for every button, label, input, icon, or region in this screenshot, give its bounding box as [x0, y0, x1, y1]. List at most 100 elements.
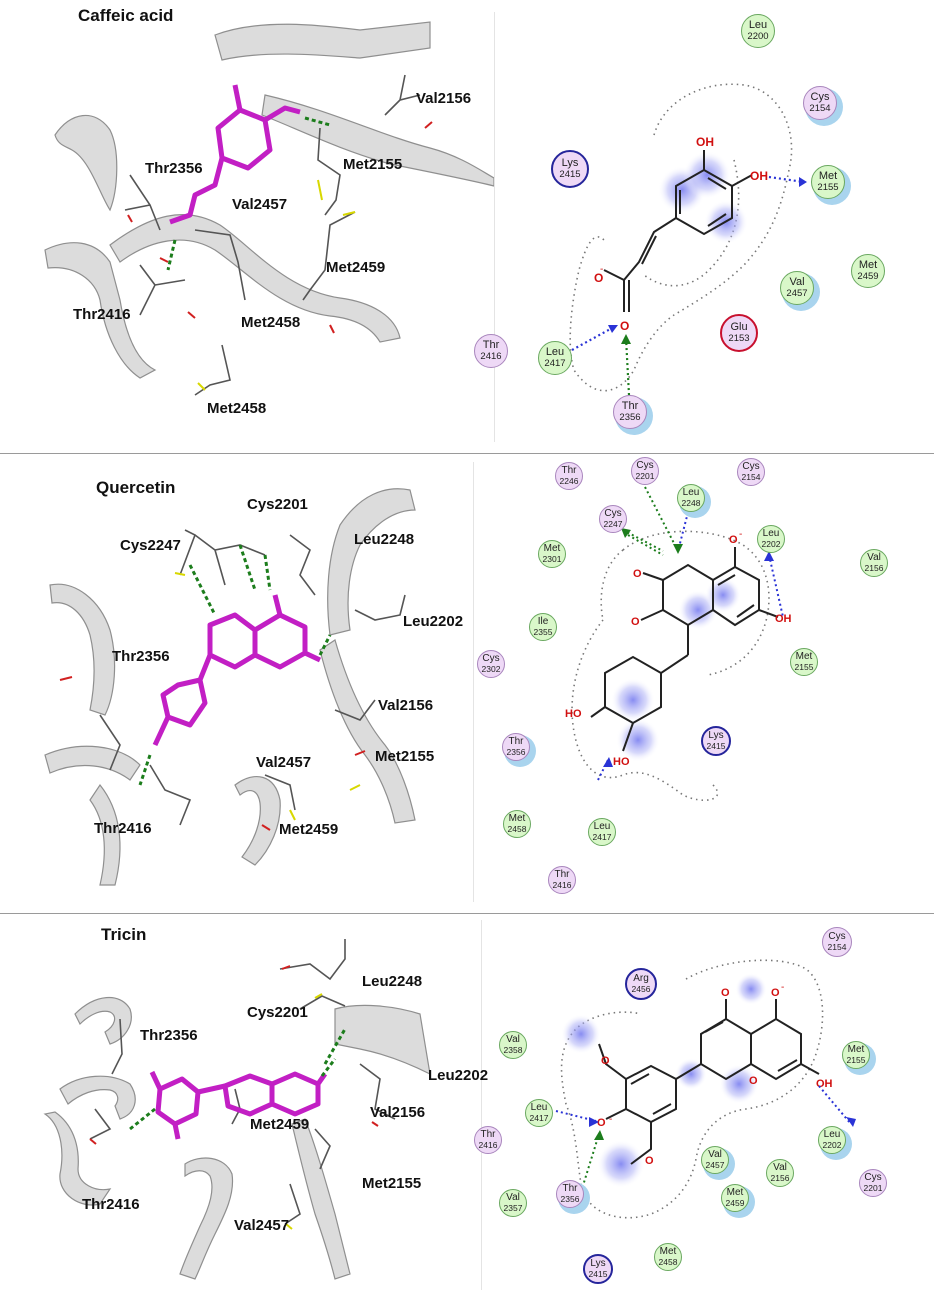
residue-sticks [124, 74, 421, 396]
atom-o-carbonyl: O [620, 319, 629, 333]
caffeic-acid-3d-view [44, 21, 494, 396]
atom-charge: - [600, 264, 603, 275]
atom-charge: - [739, 529, 742, 540]
label-3d-thr2416: Thr2416 [82, 1196, 140, 1213]
label-3d-thr2356: Thr2356 [112, 648, 170, 665]
protein-ribbon [44, 21, 494, 379]
caffeic-acid-title: Caffeic acid [78, 6, 174, 25]
atom-o-minus: O [597, 1117, 606, 1129]
atom-o-top: O [729, 534, 738, 546]
label-3d-cys2201: Cys2201 [247, 1004, 308, 1021]
label-3d-leu2202: Leu2202 [403, 613, 464, 630]
interaction-lines [571, 175, 805, 396]
label-3d-met2155: Met2155 [343, 156, 403, 173]
label-3d-met2459: Met2459 [250, 1116, 310, 1133]
exposure-blobs [561, 973, 767, 1188]
label-3d-met2155: Met2155 [362, 1175, 422, 1192]
panel-vertical-divider-3 [481, 920, 482, 1290]
panel-vertical-divider-2 [473, 462, 474, 902]
atom-oh: OH [816, 1078, 833, 1090]
tricin-ligand [149, 1070, 328, 1140]
tricin-2d-map: O O - O O - O OH O [555, 959, 856, 1219]
atom-o-minus: O [594, 271, 603, 285]
protein-ribbon [44, 488, 416, 886]
tricin-3d-view [43, 939, 431, 1280]
label-3d-thr2356: Thr2356 [140, 1027, 198, 1044]
label-3d-met2458b: Met2458 [207, 400, 267, 417]
atom-oh: OH [775, 613, 792, 625]
hbond-3d [166, 116, 331, 271]
pocket-contour [571, 530, 770, 801]
atom-ho-1: HO [565, 708, 582, 720]
atom-o-phenolate: O [771, 987, 780, 999]
label-3d-met2459: Met2459 [279, 821, 339, 838]
label-3d-cys2201: Cys2201 [247, 496, 308, 513]
residue-sticks [89, 939, 396, 1225]
caffeic-acid-ligand [169, 84, 301, 225]
label-3d-val2457: Val2457 [232, 196, 288, 213]
oxygen-sticks [89, 965, 379, 1145]
tricin-2d-structure [598, 999, 820, 1165]
label-3d-met2459: Met2459 [326, 259, 386, 276]
label-3d-cys2247: Cys2247 [120, 537, 181, 554]
label-3d-met2155: Met2155 [375, 748, 435, 765]
sulfur-sticks [174, 572, 361, 821]
panel-divider-1 [0, 453, 934, 454]
label-3d-thr2356: Thr2356 [145, 160, 203, 177]
label-3d-val2156: Val2156 [416, 90, 472, 107]
quercetin-3d-view [44, 488, 416, 886]
label-3d-leu2248: Leu2248 [362, 973, 423, 990]
atom-o-ring: O [749, 1075, 758, 1087]
atom-ho-2: HO [613, 756, 630, 768]
label-3d-val2156: Val2156 [378, 697, 434, 714]
interaction-lines [597, 486, 784, 781]
sulfur-sticks [197, 179, 356, 391]
panel-divider-2 [0, 913, 934, 914]
protein-ribbon [43, 996, 431, 1280]
hbond-3d [129, 1028, 347, 1131]
atom-o-ketone: O [721, 987, 730, 999]
label-3d-val2457: Val2457 [234, 1217, 290, 1234]
atom-charge-2: - [609, 1114, 612, 1125]
panel-vertical-divider-1 [494, 12, 495, 442]
label-3d-thr2416: Thr2416 [94, 820, 152, 837]
oxygen-sticks [127, 121, 433, 334]
atom-charge-1: - [781, 982, 784, 993]
pocket-contour [569, 83, 793, 392]
caffeic-acid-2d-map: OH OH O - O [569, 83, 807, 396]
caffeic-acid-2d-structure [603, 150, 753, 312]
tricin-title: Tricin [101, 925, 147, 944]
label-3d-val2156: Val2156 [370, 1104, 426, 1121]
quercetin-2d-map: O - O O OH HO HO [565, 486, 792, 801]
